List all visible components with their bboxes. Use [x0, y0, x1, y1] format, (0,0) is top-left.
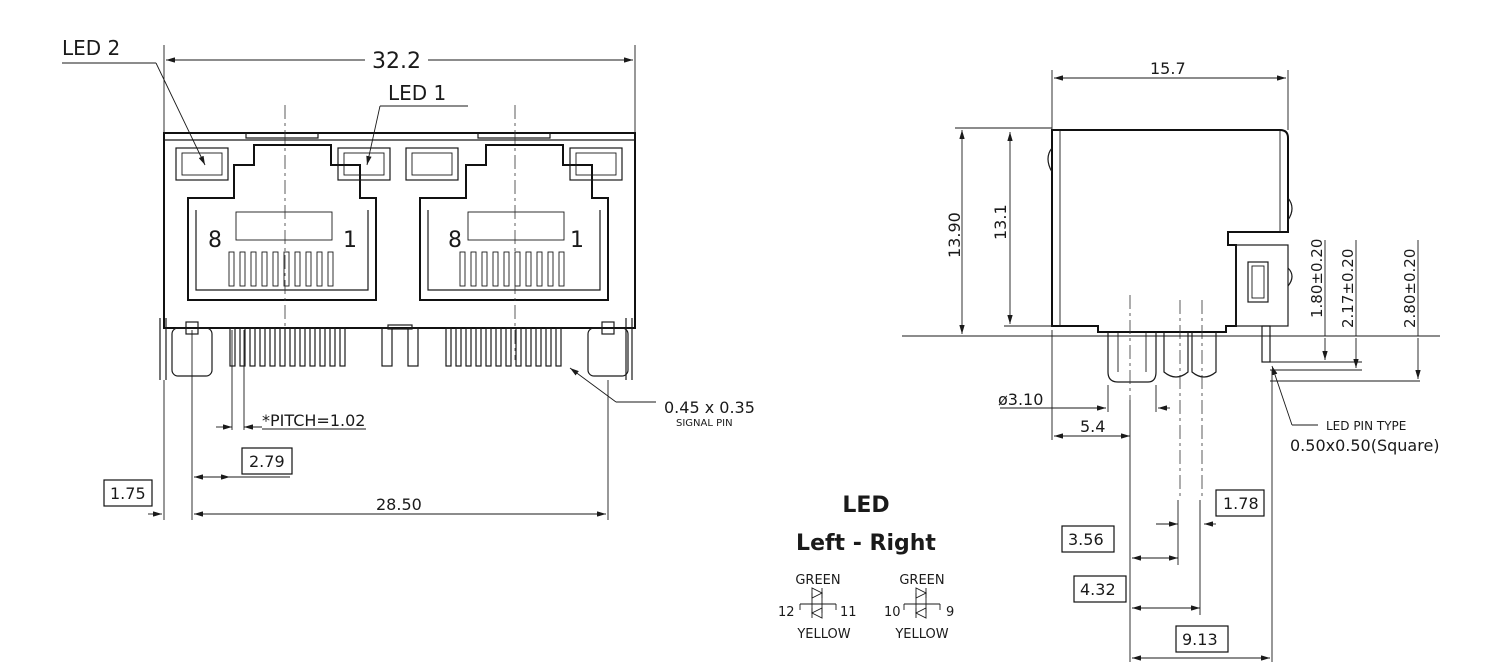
legend-right-green: GREEN — [899, 573, 944, 588]
legend-right-diode-icon — [903, 587, 941, 619]
dim-13-90: 13.90 — [945, 212, 964, 258]
dim-box-1-78 — [1215, 489, 1265, 517]
led-pin-size: 0.50x0.50(Square) — [1290, 436, 1440, 455]
dim-1-75: 1.75 — [110, 484, 146, 503]
signal-pin-size: 0.45 x 0.35 — [664, 398, 755, 417]
dim-13-1: 13.1 — [991, 204, 1010, 240]
side-view: 15.7 13.90 13.1 1.80±0.20 2.17±0.20 2.80… — [902, 59, 1440, 662]
pin-label-8-right: 8 — [448, 228, 462, 253]
dim-2-17: 2.17±0.20 — [1339, 249, 1357, 328]
port-right — [405, 144, 623, 301]
led-2-label: LED 2 — [62, 36, 120, 60]
led-2-window — [175, 147, 229, 181]
dim-9-13: 9.13 — [1182, 630, 1218, 649]
front-view: 8 1 8 1 — [62, 36, 755, 520]
legend-right-pin-9: 9 — [946, 605, 954, 620]
led-window-side — [1247, 261, 1269, 303]
pin-label-1-right: 1 — [570, 228, 584, 253]
dim-5-4: 5.4 — [1080, 417, 1105, 436]
dim-28-50: 28.50 — [376, 495, 422, 514]
legend-left-diode-icon — [799, 587, 837, 619]
legend-left-pin-12: 12 — [778, 605, 795, 620]
dim-4-32: 4.32 — [1080, 580, 1116, 599]
dim-1-80: 1.80±0.20 — [1308, 239, 1326, 318]
dim-2-80: 2.80±0.20 — [1401, 249, 1419, 328]
legend-title: LED — [842, 493, 889, 518]
legend-right-yellow: YELLOW — [894, 627, 948, 642]
pin-label-1-left: 1 — [343, 228, 357, 253]
dim-box-3-56 — [1061, 525, 1115, 553]
dim-width-32-2: 32.2 — [372, 49, 421, 74]
pin-label-8-left: 8 — [208, 228, 222, 253]
signal-pin-label: SIGNAL PIN — [676, 418, 733, 429]
led-window-4 — [569, 147, 623, 181]
led-legend: LED Left - Right GREEN YELLOW 12 11 GREE… — [778, 493, 954, 642]
led-window-3 — [405, 147, 459, 181]
dim-15-7: 15.7 — [1150, 59, 1186, 78]
pitch-label: *PITCH=1.02 — [262, 411, 365, 430]
legend-left-pin-11: 11 — [840, 605, 857, 620]
legend-left-yellow: YELLOW — [796, 627, 850, 642]
dim-1-78: 1.78 — [1223, 494, 1259, 513]
dim-box-2-79 — [241, 447, 293, 475]
legend-subtitle: Left - Right — [796, 531, 936, 556]
led-1-window — [337, 147, 391, 181]
port-left — [175, 144, 391, 301]
legend-left-green: GREEN — [795, 573, 840, 588]
dim-box-1-75 — [103, 479, 153, 507]
signal-pins — [159, 318, 633, 380]
led-pin-type-label: LED PIN TYPE — [1326, 419, 1406, 433]
housing-outline — [163, 132, 636, 329]
legend-right-pin-10: 10 — [884, 605, 901, 620]
dim-diameter: ø3.10 — [998, 390, 1043, 409]
led-1-label: LED 1 — [388, 81, 446, 105]
dim-box-9-13 — [1175, 625, 1229, 653]
dim-2-79: 2.79 — [249, 452, 285, 471]
dim-3-56: 3.56 — [1068, 530, 1104, 549]
dim-box-4-32 — [1073, 575, 1127, 603]
